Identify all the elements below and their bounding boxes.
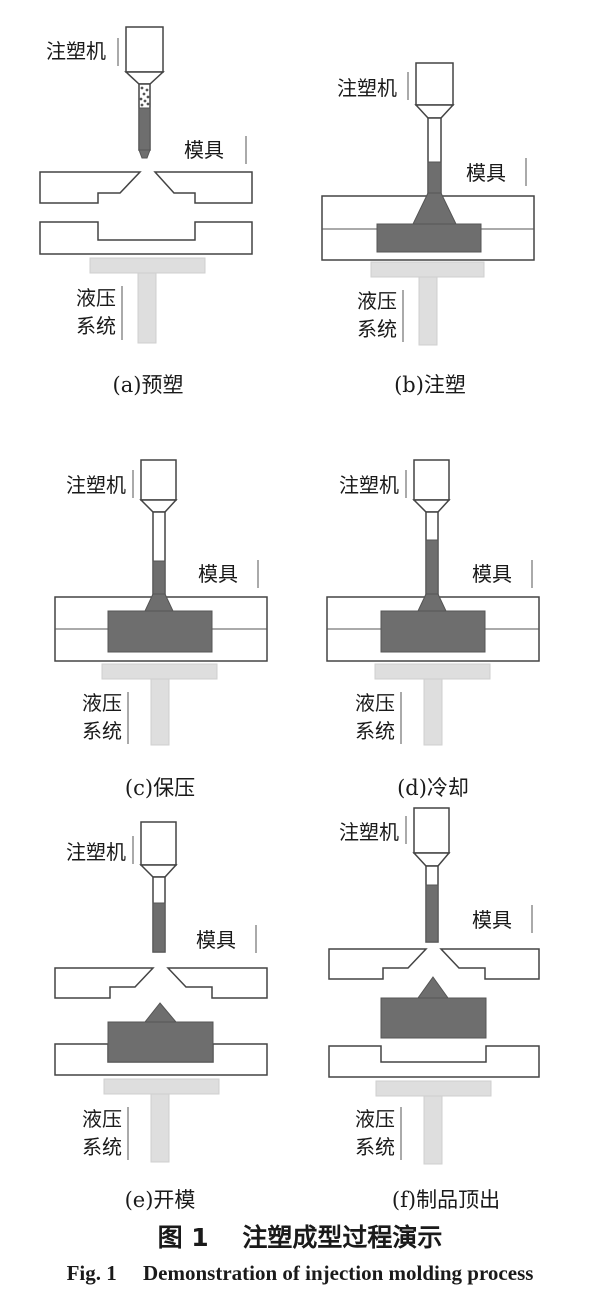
- hydraulic-label-2: 系统: [355, 1135, 395, 1159]
- hydraulic-label-1: 液压: [357, 289, 397, 313]
- figure-title-chinese: 图 1 注塑成型过程演示: [157, 1223, 443, 1252]
- figure-title-english: Fig. 1 Demonstration of injection moldin…: [66, 1261, 534, 1285]
- hydraulic-label-1: 液压: [355, 691, 395, 715]
- hydraulic-rod: [150, 678, 170, 746]
- machine-label: 注塑机: [339, 473, 399, 497]
- machine-label: 注塑机: [66, 473, 126, 497]
- melt-column: [425, 884, 439, 943]
- molded-part: [107, 1021, 214, 1063]
- hydraulic-label-2: 系统: [357, 317, 397, 341]
- hydraulic-rod: [137, 272, 157, 344]
- hydraulic-platen: [374, 663, 491, 680]
- mold-upper-half-right: [153, 171, 253, 204]
- mold-lower-half: [39, 221, 253, 255]
- melt-column: [427, 161, 442, 194]
- hydraulic-rod: [418, 276, 438, 346]
- sprue: [417, 593, 447, 612]
- hydraulic-label-2: 系统: [76, 314, 116, 338]
- hydraulic-rod: [423, 1095, 443, 1165]
- machine-hopper: [140, 821, 177, 866]
- melt-column: [138, 107, 151, 151]
- melt-column: [152, 560, 166, 595]
- hydraulic-label-1: 液压: [82, 691, 122, 715]
- mold-label: 模具: [196, 928, 236, 952]
- hydraulic-label-2: 系统: [82, 719, 122, 743]
- melt-column: [425, 539, 439, 595]
- panel-b-injection: 注塑机 模具 液压 系统 (b)注塑: [321, 62, 535, 397]
- caption-a: (a)预塑: [113, 373, 184, 397]
- machine-label: 注塑机: [46, 39, 106, 63]
- caption-d: (d)冷却: [397, 776, 469, 800]
- mold-label: 模具: [472, 908, 512, 932]
- machine-neck: [414, 104, 455, 119]
- sprue: [144, 593, 174, 612]
- molded-part: [380, 610, 486, 653]
- mold-upper-half: [54, 967, 155, 999]
- machine-neck: [139, 499, 178, 513]
- molded-part: [376, 223, 482, 253]
- panel-e-mold-opening: 注塑机 模具 液压 系统 (e)开模: [54, 821, 268, 1212]
- hydraulic-label-2: 系统: [82, 1135, 122, 1159]
- mold-upper-half: [328, 948, 428, 980]
- hydraulic-label-1: 液压: [76, 286, 116, 310]
- hydraulic-label-1: 液压: [355, 1107, 395, 1131]
- panel-f-ejection: 注塑机 模具 液压 系统 (f)制品顶出: [328, 807, 540, 1212]
- hydraulic-platen: [103, 1078, 220, 1095]
- sprue: [412, 192, 457, 225]
- hydraulic-label-2: 系统: [355, 719, 395, 743]
- mold-label: 模具: [466, 161, 506, 185]
- machine-hopper: [125, 26, 164, 73]
- mold-upper-half-right: [439, 948, 540, 980]
- hydraulic-platen: [375, 1080, 492, 1097]
- caption-c: (c)保压: [125, 776, 195, 800]
- machine-label: 注塑机: [337, 76, 397, 100]
- machine-neck: [412, 852, 451, 867]
- machine-neck: [139, 864, 178, 878]
- machine-label: 注塑机: [66, 840, 126, 864]
- sprue: [143, 1002, 178, 1023]
- panel-d-cooling: 注塑机 模具 液压 系统 (d)冷却: [326, 459, 540, 800]
- mold-lower-half: [328, 1045, 540, 1078]
- hydraulic-rod: [423, 678, 443, 746]
- melt-column: [152, 902, 166, 953]
- mold-label: 模具: [184, 138, 224, 162]
- machine-hopper: [413, 807, 450, 854]
- hydraulic-platen: [101, 663, 218, 680]
- caption-b: (b)注塑: [394, 373, 466, 397]
- caption-f: (f)制品顶出: [392, 1188, 500, 1212]
- hydraulic-platen: [370, 261, 485, 278]
- machine-label: 注塑机: [339, 820, 399, 844]
- molded-part: [107, 610, 213, 653]
- machine-neck: [124, 71, 165, 85]
- hydraulic-rod: [150, 1093, 170, 1163]
- mold-upper-half-right: [166, 967, 268, 999]
- mold-label: 模具: [472, 562, 512, 586]
- hydraulic-platen: [89, 257, 206, 274]
- machine-hopper: [140, 459, 177, 501]
- machine-hopper: [415, 62, 454, 106]
- machine-nozzle: [138, 149, 151, 159]
- machine-hopper: [413, 459, 450, 501]
- mold-label: 模具: [198, 562, 238, 586]
- sprue: [417, 976, 449, 999]
- caption-e: (e)开模: [125, 1188, 196, 1212]
- mold-upper-half: [39, 171, 142, 204]
- molded-part: [380, 997, 487, 1039]
- hydraulic-label-1: 液压: [82, 1107, 122, 1131]
- machine-neck: [412, 499, 451, 513]
- pellet-dots: [139, 86, 150, 107]
- panel-c-holding: 注塑机 模具 液压 系统 (c)保压: [54, 459, 268, 800]
- panel-a-preplasticizing: 注塑机 模具 液压 系统 (a)预塑: [39, 26, 253, 397]
